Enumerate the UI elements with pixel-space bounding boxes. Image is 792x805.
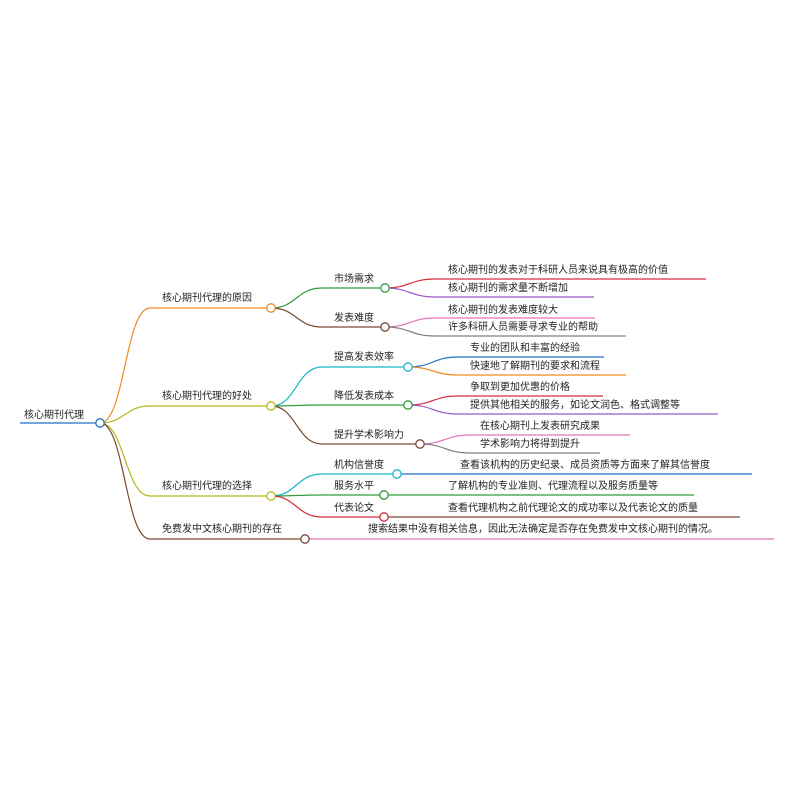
sub-connector-2-0 bbox=[270, 473, 323, 497]
sub-lower-cost[interactable]: 降低发表成本 bbox=[334, 391, 394, 402]
leaf-difficulty-high[interactable]: 核心期刊的发表难度较大 bbox=[448, 305, 558, 316]
root-knob[interactable] bbox=[95, 418, 105, 428]
sub-knob-2-2[interactable] bbox=[379, 512, 389, 522]
leaf-know-process[interactable]: 快速地了解期刊的要求和流程 bbox=[470, 361, 600, 372]
sub-service-level[interactable]: 服务水平 bbox=[334, 481, 374, 492]
leaf-connector-0-1-0 bbox=[384, 317, 436, 328]
branch-connector-1 bbox=[99, 405, 151, 424]
leaf-team-experience[interactable]: 专业的团队和丰富的经验 bbox=[470, 343, 580, 354]
sub-knob-0-0[interactable] bbox=[380, 283, 390, 293]
leaf-connector-1-0-0 bbox=[407, 356, 459, 368]
leaf-better-price[interactable]: 争取到更加优惠的价格 bbox=[470, 382, 570, 393]
sub-representative-paper[interactable]: 代表论文 bbox=[334, 503, 374, 514]
sub-knob-1-1[interactable] bbox=[403, 400, 413, 410]
leaf-connector-1-1-0 bbox=[407, 395, 459, 406]
leaf-demand-growing[interactable]: 核心期刊的需求量不断增加 bbox=[448, 283, 568, 294]
branch-benefits[interactable]: 核心期刊代理的好处 bbox=[162, 391, 252, 402]
leaf-success-rate[interactable]: 查看代理机构之前代理论文的成功率以及代表论文的质量 bbox=[448, 503, 698, 514]
sub-market-demand[interactable]: 市场需求 bbox=[334, 274, 374, 285]
sub-publish-difficulty[interactable]: 发表难度 bbox=[334, 313, 374, 324]
sub-knob-2-1[interactable] bbox=[379, 490, 389, 500]
sub-connector-1-1 bbox=[270, 404, 323, 407]
branch-knob-3[interactable] bbox=[300, 534, 310, 544]
leaf-check-history[interactable]: 查看该机构的历史纪录、成员资质等方面来了解其信誉度 bbox=[460, 460, 710, 471]
leaf-connector-0-0-1 bbox=[384, 287, 436, 298]
branch-reasons[interactable]: 核心期刊代理的原因 bbox=[162, 293, 252, 304]
branch-knob-0[interactable] bbox=[266, 303, 276, 313]
sub-connector-0-1 bbox=[270, 307, 323, 328]
leaf-connector-0-0-0 bbox=[384, 278, 436, 289]
sub-knob-1-2[interactable] bbox=[415, 439, 425, 449]
sub-connector-2-2 bbox=[270, 495, 323, 518]
root-node[interactable]: 核心期刊代理 bbox=[24, 410, 84, 421]
leaf-connector-1-1-1 bbox=[407, 404, 459, 415]
branch-free-publishing[interactable]: 免费发中文核心期刊的存在 bbox=[162, 524, 282, 535]
leaf-seek-help[interactable]: 许多科研人员需要寻求专业的帮助 bbox=[448, 322, 598, 333]
branch-connector-2 bbox=[99, 422, 151, 497]
sub-connector-0-0 bbox=[270, 287, 323, 309]
sub-reputation[interactable]: 机构信誉度 bbox=[334, 460, 384, 471]
leaf-high-value[interactable]: 核心期刊的发表对于科研人员来说具有极高的价值 bbox=[448, 265, 668, 276]
leaf-connector-1-2-1 bbox=[419, 443, 471, 454]
leaf-connector-0-1-1 bbox=[384, 326, 436, 337]
leaf-other-services[interactable]: 提供其他相关的服务，如论文润色、格式调整等 bbox=[470, 400, 680, 411]
leaf-no-info[interactable]: 搜索结果中没有相关信息，因此无法确定是否存在免费发中文核心期刊的情况。 bbox=[368, 524, 718, 535]
sub-connector-1-0 bbox=[270, 366, 323, 407]
branch-connector-0 bbox=[99, 307, 151, 424]
leaf-connector-1-2-0 bbox=[419, 434, 471, 445]
leaf-impact-rises[interactable]: 学术影响力将得到提升 bbox=[480, 439, 580, 450]
leaf-connector-1-0-1 bbox=[407, 366, 459, 376]
leaf-service-quality[interactable]: 了解机构的专业准则、代理流程以及服务质量等 bbox=[448, 481, 658, 492]
branch-selection[interactable]: 核心期刊代理的选择 bbox=[162, 481, 252, 492]
sub-knob-0-1[interactable] bbox=[380, 322, 390, 332]
leaf-publish-results[interactable]: 在核心期刊上发表研究成果 bbox=[480, 421, 600, 432]
sub-knob-1-0[interactable] bbox=[403, 362, 413, 372]
branch-knob-1[interactable] bbox=[266, 401, 276, 411]
sub-knob-2-0[interactable] bbox=[392, 469, 402, 479]
sub-academic-impact[interactable]: 提升学术影响力 bbox=[334, 430, 404, 441]
sub-connector-1-2 bbox=[270, 405, 323, 445]
branch-knob-2[interactable] bbox=[266, 491, 276, 501]
sub-efficiency[interactable]: 提高发表效率 bbox=[334, 352, 394, 363]
branch-connector-3 bbox=[99, 422, 151, 540]
